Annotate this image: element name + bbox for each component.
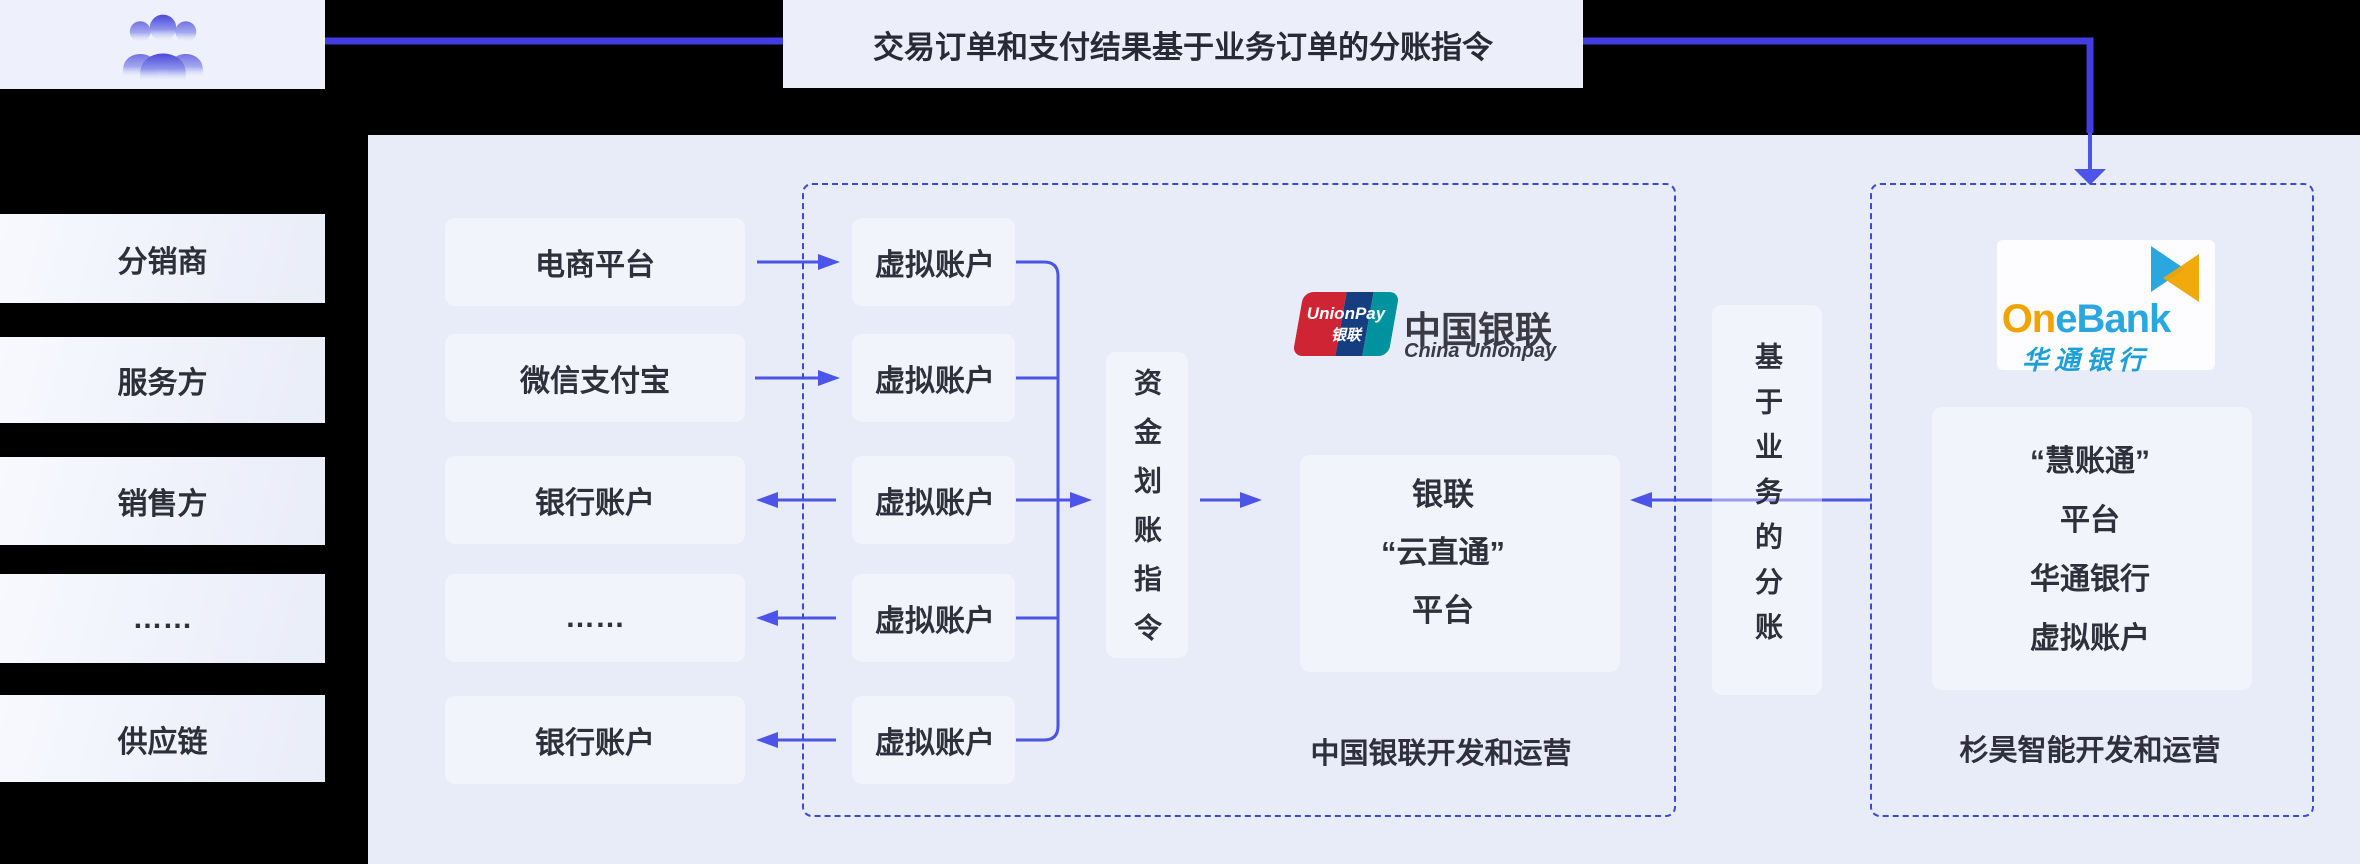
source-label: …… <box>565 601 625 634</box>
onebank-logo-on: On <box>2001 297 2057 341</box>
split-basis-patch <box>1712 305 1822 695</box>
unionpay-platform-patch <box>1300 455 1620 672</box>
role-label: 销售方 <box>117 488 208 521</box>
onebank-footnote: 杉昊智能开发和运营 <box>1959 735 2221 767</box>
instruction-arrowhead-icon <box>1240 492 1262 508</box>
onebank-platform-patch <box>1932 407 2252 690</box>
unionpay-logo-card: UnionPay 银联 <box>1292 292 1400 356</box>
source-patch-4 <box>445 574 745 662</box>
onebank-logo-subtitle: 华通银行 <box>2021 345 2150 375</box>
source-label: 银行账户 <box>535 727 655 760</box>
onebank-platform-line3: 华通银行 <box>2030 563 2150 596</box>
role-label: …… <box>132 601 193 635</box>
unionpay-platform-line1: 银联 <box>1412 477 1474 512</box>
onebank-logo-text: OneBank <box>1997 297 2175 342</box>
unionpay-card-line1: UnionPay <box>1306 303 1386 323</box>
row3-arrowhead-left-icon <box>756 492 778 508</box>
va-patch-2 <box>852 334 1015 422</box>
users-group-icon <box>122 14 203 81</box>
source-account-ellipsis: …… <box>445 574 745 662</box>
role-box-seller: 销售方 <box>0 457 325 545</box>
row1-arrowhead-right-icon <box>818 254 840 270</box>
role-label: 分销商 <box>117 245 208 279</box>
virtual-account-3: 虚拟账户 <box>845 456 1025 544</box>
virtual-account-label: 虚拟账户 <box>875 727 995 760</box>
unionpay-footnote: 中国银联开发和运营 <box>1310 738 1572 770</box>
onebank-platform-line1: “慧账通” <box>2030 445 2150 478</box>
source-patch-3 <box>445 456 745 544</box>
source-patch-1 <box>445 218 745 306</box>
row4-arrowhead-left-icon <box>756 610 778 626</box>
role-box-supply-chain: 供应链 <box>0 695 325 782</box>
role-label: 供应链 <box>117 725 208 759</box>
virtual-account-label: 虚拟账户 <box>875 487 995 520</box>
onebank-logo-bank: Bank <box>2076 297 2171 341</box>
virtual-account-5: 虚拟账户 <box>845 696 1025 784</box>
source-patch-5 <box>445 696 745 784</box>
row2-arrowhead-right-icon <box>818 370 840 386</box>
role-box-distributor: 分销商 <box>0 214 325 303</box>
source-patch-2 <box>445 334 745 422</box>
unionpay-brand-en: China Unionpay <box>1404 340 1557 362</box>
virtual-account-4: 虚拟账户 <box>845 574 1025 662</box>
source-label: 微信支付宝 <box>520 365 670 398</box>
onebank-platform-line4: 虚拟账户 <box>2030 622 2150 655</box>
virtual-account-2: 虚拟账户 <box>845 334 1025 422</box>
unionpay-card-text: UnionPay 银联 <box>1298 292 1394 356</box>
onebank-platform-line2: 平台 <box>2060 504 2120 537</box>
unionpay-dashed-container <box>802 183 1676 817</box>
top-instruction-banner: 交易订单和支付结果基于业务订单的分账指令 <box>783 0 1583 88</box>
users-icon-box <box>0 0 325 89</box>
role-box-service-provider: 服务方 <box>0 337 325 423</box>
unionpay-platform-text: 银联 “云直通” 平台 <box>1293 466 1593 640</box>
va-patch-4 <box>852 574 1015 662</box>
top-line-right-segment <box>1583 37 2094 133</box>
source-label: 电商平台 <box>535 249 655 282</box>
onebank-logo-icon <box>2151 246 2199 302</box>
va-patch-5 <box>852 696 1015 784</box>
split-basis-vertical-text: 基于业务的分账 <box>1752 342 1783 657</box>
to-unionpay-arrowhead-left-icon <box>1630 492 1652 508</box>
source-account-wechat-alipay: 微信支付宝 <box>445 334 745 422</box>
unionpay-brand-cn: 中国银联 <box>1404 310 1552 351</box>
va-patch-1 <box>852 218 1015 306</box>
source-account-bank-2: 银行账户 <box>445 696 745 784</box>
source-account-bank-1: 银行账户 <box>445 456 745 544</box>
source-label: 银行账户 <box>535 487 655 520</box>
va-patch-3 <box>852 456 1015 544</box>
source-account-ecommerce: 电商平台 <box>445 218 745 306</box>
transfer-instruction-patch <box>1106 352 1188 658</box>
row5-arrowhead-left-icon <box>756 732 778 748</box>
unionpay-platform-line2: “云直通” <box>1381 535 1505 570</box>
unionpay-card-line2: 银联 <box>1330 326 1361 344</box>
top-arrowhead-down-icon <box>2074 169 2106 185</box>
virtual-account-1: 虚拟账户 <box>845 218 1025 306</box>
onebank-logo-card: OneBank 华通银行 <box>1997 240 2215 375</box>
top-instruction-text: 交易订单和支付结果基于业务订单的分账指令 <box>873 29 1493 65</box>
onebank-platform-text: “慧账通” 平台 华通银行 虚拟账户 <box>1940 432 2240 668</box>
virtual-account-label: 虚拟账户 <box>875 605 995 638</box>
role-label: 服务方 <box>117 367 208 400</box>
bracket-out-arrowhead-icon <box>1070 492 1092 508</box>
virtual-account-label: 虚拟账户 <box>875 365 995 398</box>
transfer-instruction-vertical-text: 资金划账指令 <box>1131 368 1162 662</box>
onebank-logo-e: e <box>2055 297 2077 341</box>
onebank-dashed-container <box>1870 183 2314 817</box>
unionpay-platform-line3: 平台 <box>1412 593 1474 628</box>
virtual-account-label: 虚拟账户 <box>875 249 995 282</box>
role-box-ellipsis: …… <box>0 574 325 663</box>
